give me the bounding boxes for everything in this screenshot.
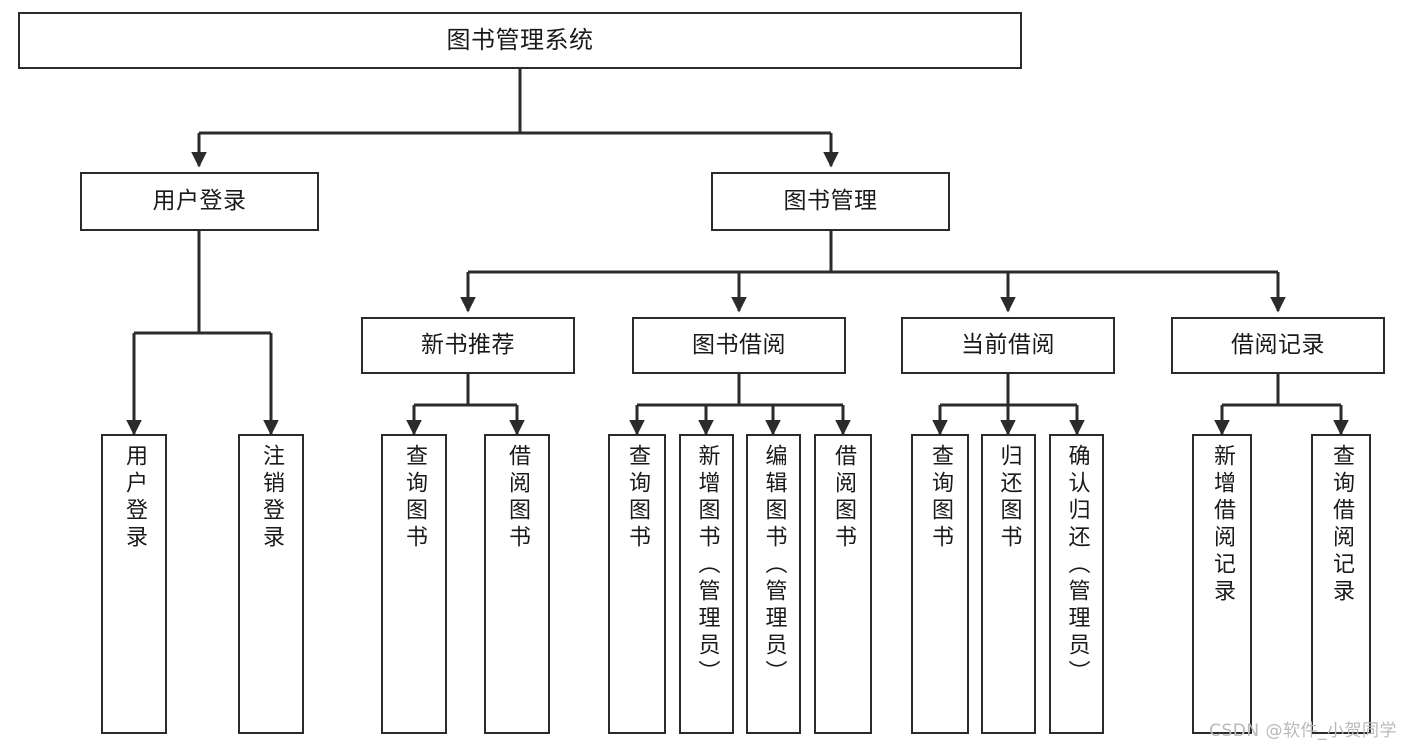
leaf-label: 归还图书 — [996, 444, 1022, 552]
node-label: 借阅记录 — [1231, 331, 1325, 358]
leaf-label: 确认归还（管理员） — [1064, 444, 1090, 687]
leaf-label: 新增图书（管理员） — [694, 444, 720, 687]
leaf-return-book[interactable]: 归还图书 — [981, 434, 1036, 734]
leaf-query-book-borrow[interactable]: 查询图书 — [608, 434, 666, 734]
leaf-label: 借阅图书 — [831, 444, 856, 552]
leaf-borrow-book-newbook[interactable]: 借阅图书 — [484, 434, 550, 734]
leaf-query-book-current[interactable]: 查询图书 — [911, 434, 969, 734]
node-label: 图书借阅 — [692, 331, 786, 358]
node-current-borrow[interactable]: 当前借阅 — [901, 317, 1115, 374]
leaf-label: 查询图书 — [402, 444, 427, 552]
node-root-book-management-system[interactable]: 图书管理系统 — [18, 12, 1022, 69]
leaf-user-login[interactable]: 用户登录 — [101, 434, 167, 734]
node-new-book-recommend[interactable]: 新书推荐 — [361, 317, 575, 374]
node-label: 用户登录 — [152, 187, 247, 214]
leaf-label: 新增借阅记录 — [1210, 444, 1235, 606]
leaf-label: 查询借阅记录 — [1329, 444, 1354, 606]
node-label: 图书管理 — [783, 187, 878, 214]
leaf-label: 编辑图书（管理员） — [761, 444, 787, 687]
leaf-edit-book[interactable]: 编辑图书（管理员） — [746, 434, 801, 734]
leaf-label: 用户登录 — [122, 444, 147, 552]
leaf-add-borrow-record[interactable]: 新增借阅记录 — [1192, 434, 1252, 734]
leaf-label: 查询图书 — [928, 444, 953, 552]
leaf-query-book-newbook[interactable]: 查询图书 — [381, 434, 447, 734]
leaf-borrow-book-borrow[interactable]: 借阅图书 — [814, 434, 872, 734]
leaf-label: 查询图书 — [625, 444, 650, 552]
node-label: 新书推荐 — [421, 331, 515, 358]
node-book-borrow[interactable]: 图书借阅 — [632, 317, 846, 374]
leaf-label: 注销登录 — [259, 444, 284, 552]
csdn-watermark: CSDN @软件_小贺同学 — [1209, 721, 1397, 741]
node-book-management[interactable]: 图书管理 — [711, 172, 950, 231]
leaf-label: 借阅图书 — [505, 444, 530, 552]
leaf-user-logout[interactable]: 注销登录 — [238, 434, 304, 734]
node-borrow-record[interactable]: 借阅记录 — [1171, 317, 1385, 374]
node-user-login[interactable]: 用户登录 — [80, 172, 319, 231]
leaf-add-book[interactable]: 新增图书（管理员） — [679, 434, 734, 734]
node-label: 当前借阅 — [961, 331, 1055, 358]
leaf-confirm-return[interactable]: 确认归还（管理员） — [1049, 434, 1104, 734]
node-label: 图书管理系统 — [446, 26, 594, 55]
leaf-query-borrow-record[interactable]: 查询借阅记录 — [1311, 434, 1371, 734]
